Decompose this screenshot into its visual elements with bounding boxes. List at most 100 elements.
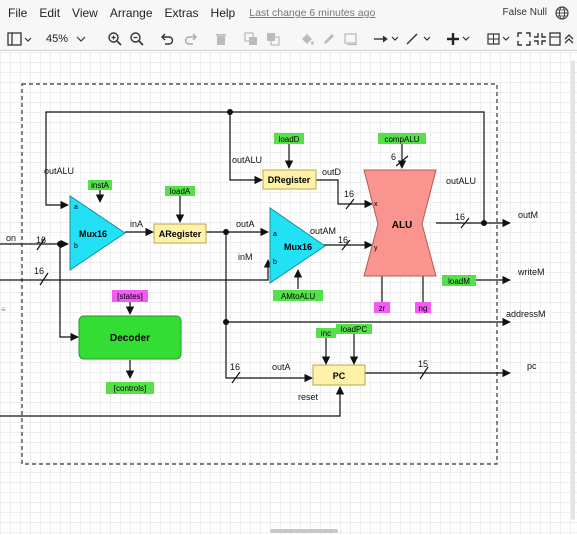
- dregister-label: DRegister: [268, 175, 311, 185]
- redo-button[interactable]: [182, 30, 200, 48]
- paint-bucket-icon: [302, 34, 314, 45]
- label-outalu-right: outALU: [446, 176, 476, 186]
- pc-block[interactable]: PC: [312, 364, 366, 386]
- collapse-button[interactable]: [562, 30, 576, 48]
- cpu-diagram: Mux16 a b ARegister Mux16 a b DRegister …: [0, 83, 546, 465]
- label-reset: reset: [298, 392, 319, 402]
- io-pc-label: pc: [527, 361, 537, 371]
- globe-icon[interactable]: [555, 6, 569, 20]
- horizontal-scrollbar[interactable]: [270, 529, 338, 533]
- chevron-down-icon: [76, 36, 86, 42]
- reset-view-button[interactable]: [532, 30, 548, 48]
- format-panel-button[interactable]: [6, 30, 34, 48]
- pc-label: PC: [333, 371, 346, 381]
- tag-zr-text: zr: [379, 304, 386, 313]
- format-toggle-button[interactable]: [548, 30, 562, 48]
- menu-help[interactable]: Help: [210, 6, 236, 20]
- label-outam: outAM: [310, 226, 336, 236]
- tag-amtoalu[interactable]: [273, 290, 323, 301]
- zoom-in-icon: [108, 32, 122, 46]
- panel-toggle-icon: [549, 32, 561, 46]
- menu-edit[interactable]: Edit: [39, 6, 61, 20]
- delete-button[interactable]: [212, 30, 230, 48]
- fullscreen-button[interactable]: [516, 30, 532, 48]
- alu-block[interactable]: ALU x y: [363, 169, 437, 277]
- mux16-am-block[interactable]: Mux16 a b: [269, 207, 326, 284]
- tag-loadpc-text: loadPC: [341, 325, 367, 334]
- to-back-button[interactable]: [264, 30, 282, 48]
- user-name[interactable]: False Null: [502, 7, 547, 18]
- connection-style-button[interactable]: [372, 30, 402, 48]
- port-a-label: a: [74, 204, 78, 211]
- label-outa-pc: outA: [272, 362, 291, 372]
- menu-view[interactable]: View: [72, 6, 98, 20]
- tag-ng[interactable]: [415, 302, 431, 313]
- fullscreen-icon: [517, 32, 531, 46]
- dregister-block[interactable]: DRegister: [262, 169, 317, 190]
- label-outalu-left: outALU: [44, 166, 74, 176]
- tag-states[interactable]: [112, 290, 148, 302]
- tag-loadpc[interactable]: [336, 324, 372, 334]
- zoom-in-button[interactable]: [106, 30, 124, 48]
- tag-loada-text: loadA: [170, 187, 191, 196]
- tag-loadm-text: loadM: [448, 277, 470, 286]
- to-back-icon: [267, 33, 280, 46]
- left-edge-marker: ≡: [1, 305, 6, 314]
- label-outalu-mid: outALU: [232, 155, 262, 165]
- tag-compalu[interactable]: [378, 133, 426, 144]
- mux16-am-label: Mux16: [284, 242, 312, 252]
- label-outa: outA: [236, 219, 255, 229]
- diagonal-line-icon: [406, 33, 431, 45]
- insert-button[interactable]: [446, 30, 472, 48]
- menu-extras[interactable]: Extras: [164, 6, 199, 20]
- zoom-out-icon: [130, 32, 144, 46]
- aregister-label: ARegister: [159, 229, 202, 239]
- menu-file[interactable]: File: [8, 6, 28, 20]
- wires: [0, 111, 511, 417]
- tag-loadd[interactable]: [274, 133, 304, 144]
- table-button[interactable]: [486, 30, 512, 48]
- tag-insta[interactable]: [88, 180, 112, 190]
- label-w6: 6: [391, 152, 396, 162]
- decoder-label: Decoder: [110, 333, 150, 344]
- aregister-block[interactable]: ARegister: [153, 223, 207, 244]
- junctions: [57, 109, 487, 325]
- tag-loada[interactable]: [165, 186, 195, 196]
- trash-icon: [216, 34, 226, 45]
- undo-button[interactable]: [158, 30, 176, 48]
- label-w16-in: 16: [36, 235, 46, 245]
- panel-layout-icon: [7, 32, 32, 46]
- tag-states-text: [states]: [117, 292, 143, 301]
- io-writem-label: writeM: [517, 267, 545, 277]
- tag-controls-text: [controls]: [114, 384, 146, 393]
- line-color-button[interactable]: [320, 30, 338, 48]
- zoom-out-button[interactable]: [128, 30, 146, 48]
- mux16-a-label: Mux16: [79, 229, 107, 239]
- fit-icon: [534, 33, 546, 45]
- last-change-link[interactable]: Last change 6 minutes ago: [249, 7, 376, 19]
- label-w16-outam: 16: [338, 235, 348, 245]
- vertical-scrollbar[interactable]: [571, 60, 575, 520]
- fill-color-button[interactable]: [298, 30, 316, 48]
- tag-inc[interactable]: [316, 328, 336, 338]
- port-b-label: b: [74, 243, 78, 250]
- to-front-button[interactable]: [242, 30, 260, 48]
- zoom-select[interactable]: 45%: [44, 30, 88, 48]
- mux16-a-block[interactable]: Mux16 a b: [69, 195, 126, 271]
- undo-icon: [161, 33, 174, 45]
- tag-controls[interactable]: [106, 382, 154, 394]
- diagram-canvas[interactable]: Mux16 a b ARegister Mux16 a b DRegister …: [0, 52, 577, 535]
- zoom-value: 45%: [45, 33, 69, 45]
- cpu-boundary[interactable]: [21, 83, 498, 465]
- waypoints-button[interactable]: [404, 30, 434, 48]
- tag-zr[interactable]: [374, 302, 390, 313]
- tag-loadm[interactable]: [442, 275, 476, 286]
- shadow-button[interactable]: [342, 30, 360, 48]
- tag-compalu-text: compALU: [384, 135, 419, 144]
- decoder-block[interactable]: Decoder: [78, 315, 182, 360]
- label-w16-pc: 16: [230, 362, 240, 372]
- label-w16-outd: 16: [344, 189, 354, 199]
- port-a2-label: a: [273, 231, 277, 238]
- label-ina: inA: [130, 219, 143, 229]
- menu-arrange[interactable]: Arrange: [109, 6, 153, 20]
